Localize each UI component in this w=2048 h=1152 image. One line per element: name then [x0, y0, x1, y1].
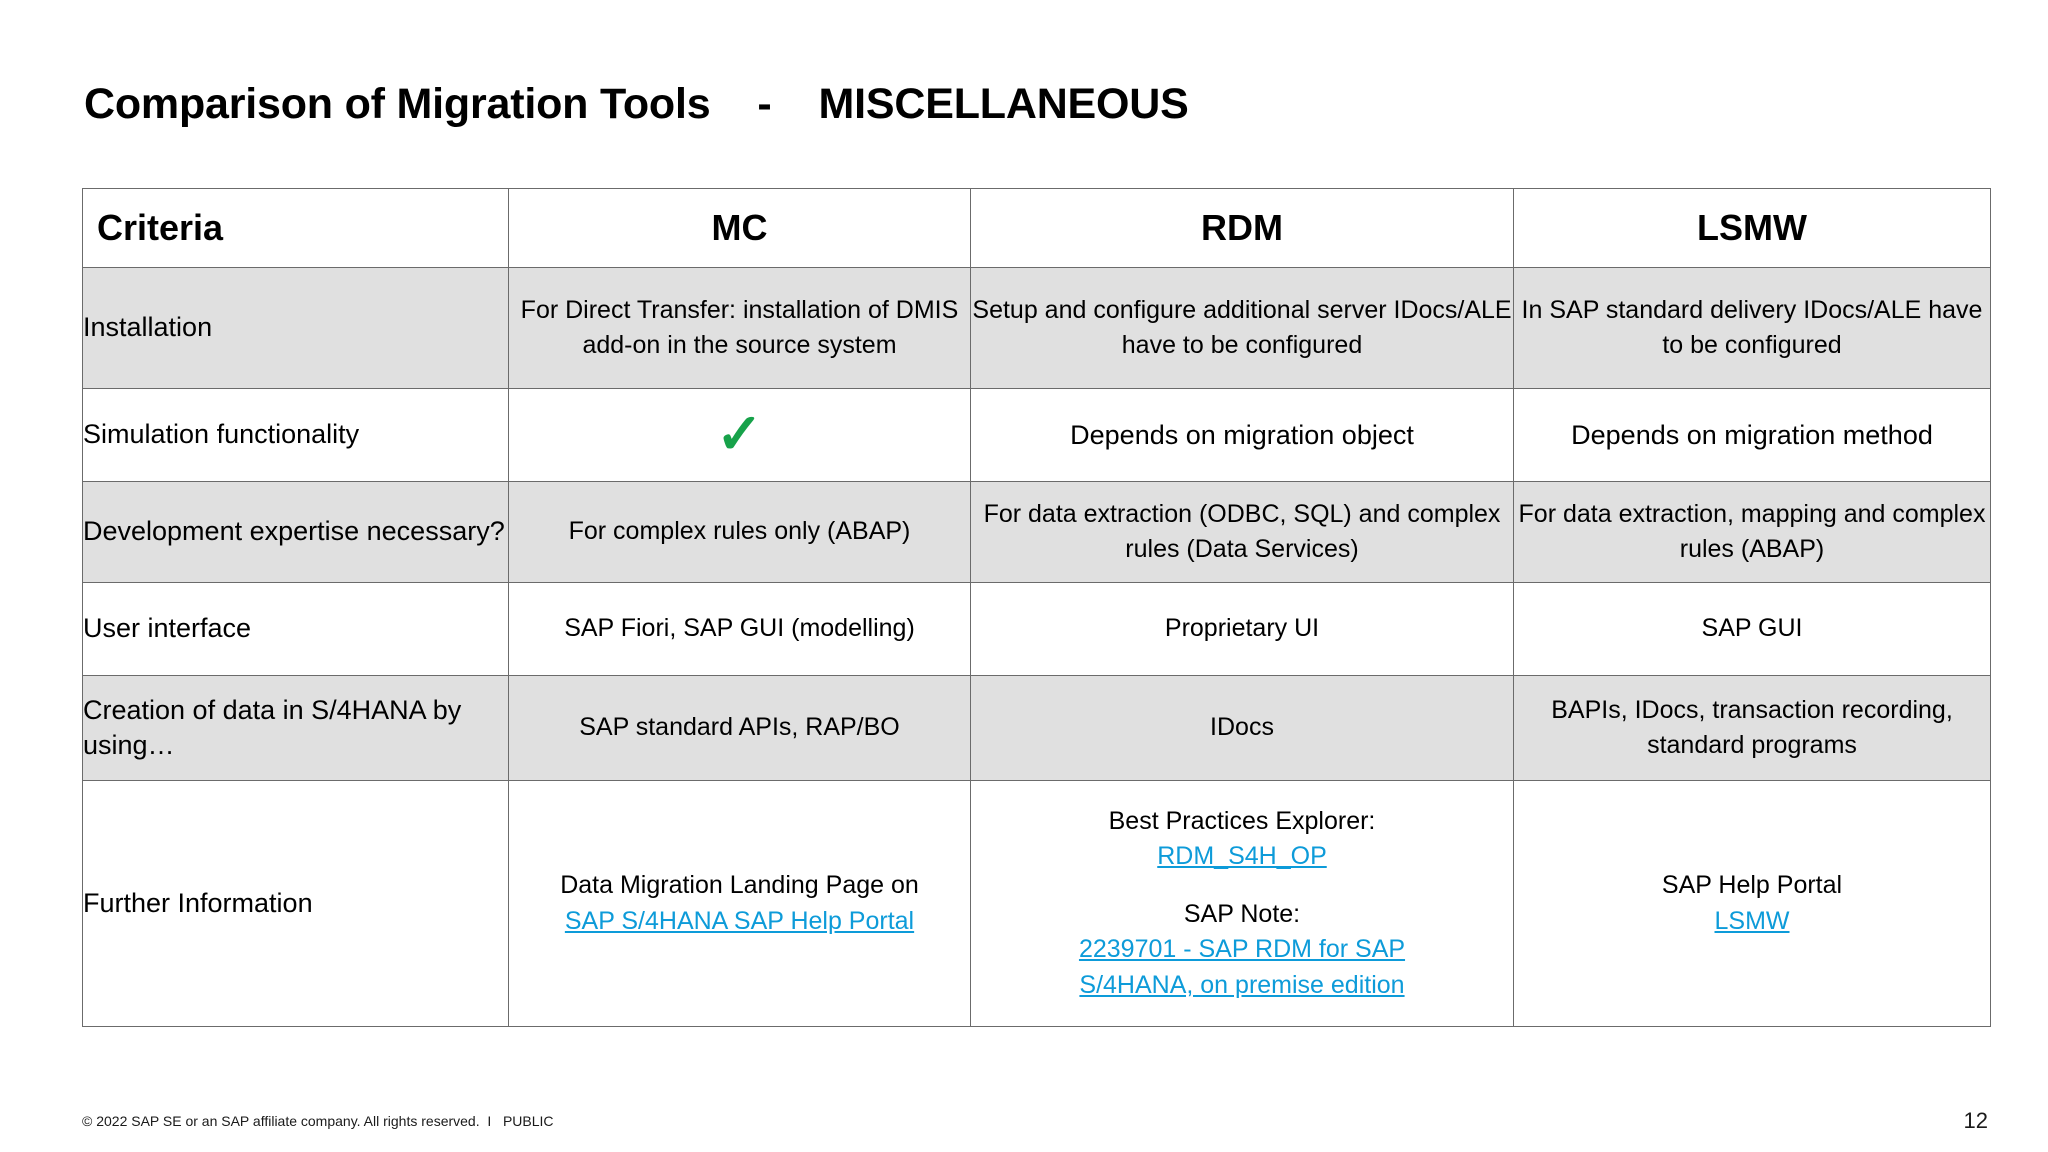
link-sap-s4hana-help-portal[interactable]: SAP S/4HANA SAP Help Portal [564, 906, 915, 935]
cell-creation-rdm: IDocs [970, 675, 1514, 781]
column-header-lsmw: LSMW [1513, 188, 1991, 268]
cell-development-rdm: For data extraction (ODBC, SQL) and comp… [970, 481, 1514, 583]
link-sap-note-2239701-line1[interactable]: 2239701 - SAP RDM for SAP [1078, 935, 1406, 964]
page-number: 12 [1963, 1108, 1988, 1133]
row-criteria-installation: Installation [82, 267, 509, 389]
table-row: Development expertise necessary? For com… [82, 481, 1991, 583]
spacer [971, 875, 1513, 897]
table-row: User interface SAP Fiori, SAP GUI (model… [82, 582, 1991, 676]
cell-further-mc: Data Migration Landing Page on SAP S/4HA… [508, 780, 971, 1027]
link-rdm-s4h-op[interactable]: RDM_S4H_OP [1157, 842, 1327, 871]
row-criteria-user-interface: User interface [82, 582, 509, 676]
row-criteria-creation-of-data: Creation of data in S/4HANA by using… [82, 675, 509, 781]
cell-development-lsmw: For data extraction, mapping and complex… [1513, 481, 1991, 583]
link-sap-note-2239701-line2[interactable]: S/4HANA, on premise edition [1079, 970, 1405, 999]
check-icon: ✓ [716, 402, 763, 466]
row-criteria-further-information: Further Information [82, 780, 509, 1027]
column-header-rdm: RDM [970, 188, 1514, 268]
table-header-row: Criteria MC RDM LSMW [82, 188, 1991, 268]
cell-simulation-lsmw: Depends on migration method [1513, 388, 1991, 482]
cell-user-interface-mc: SAP Fiori, SAP GUI (modelling) [508, 582, 971, 676]
cell-user-interface-lsmw: SAP GUI [1513, 582, 1991, 676]
cell-creation-mc: SAP standard APIs, RAP/BO [508, 675, 971, 781]
footer-copyright: © 2022 SAP SE or an SAP affiliate compan… [82, 1113, 554, 1129]
link-lsmw[interactable]: LSMW [1714, 906, 1790, 935]
cell-further-mc-text: Data Migration Landing Page on [560, 871, 919, 899]
table-row: Simulation functionality ✓ Depends on mi… [82, 388, 1991, 482]
cell-user-interface-rdm: Proprietary UI [970, 582, 1514, 676]
cell-installation-rdm: Setup and configure additional server ID… [970, 267, 1514, 389]
cell-development-mc: For complex rules only (ABAP) [508, 481, 971, 583]
table-row: Creation of data in S/4HANA by using… SA… [82, 675, 1991, 781]
column-header-lsmw-label: LSMW [1697, 207, 1807, 249]
table-body: Installation For Direct Transfer: instal… [82, 267, 1991, 1027]
column-header-mc: MC [508, 188, 971, 268]
migration-tools-comparison-table: Criteria MC RDM LSMW Installation For Di… [82, 188, 1991, 1027]
cell-further-rdm: Best Practices Explorer: RDM_S4H_OP SAP … [970, 780, 1514, 1027]
column-header-criteria-label: Criteria [97, 207, 224, 249]
column-header-rdm-label: RDM [1201, 207, 1283, 249]
row-criteria-development-expertise: Development expertise necessary? [82, 481, 509, 583]
cell-installation-mc: For Direct Transfer: installation of DMI… [508, 267, 971, 389]
cell-simulation-mc: ✓ [508, 388, 971, 482]
row-criteria-simulation-functionality: Simulation functionality [82, 388, 509, 482]
table-header: Criteria MC RDM LSMW [82, 188, 1991, 268]
cell-installation-lsmw: In SAP standard delivery IDocs/ALE have … [1513, 267, 1991, 389]
cell-creation-lsmw: BAPIs, IDocs, transaction recording, sta… [1513, 675, 1991, 781]
column-header-mc-label: MC [711, 207, 768, 249]
column-header-criteria: Criteria [82, 188, 509, 268]
cell-simulation-rdm: Depends on migration object [970, 388, 1514, 482]
table-row: Installation For Direct Transfer: instal… [82, 267, 1991, 389]
cell-further-rdm-label-sap-note: SAP Note: [1183, 899, 1301, 928]
cell-further-lsmw: SAP Help Portal LSMW [1513, 780, 1991, 1027]
cell-further-rdm-label-best-practices: Best Practices Explorer: [1108, 806, 1376, 835]
table-row: Further Information Data Migration Landi… [82, 780, 1991, 1027]
page-title: Comparison of Migration Tools - MISCELLA… [84, 80, 1189, 128]
cell-further-lsmw-text: SAP Help Portal [1661, 871, 1843, 899]
